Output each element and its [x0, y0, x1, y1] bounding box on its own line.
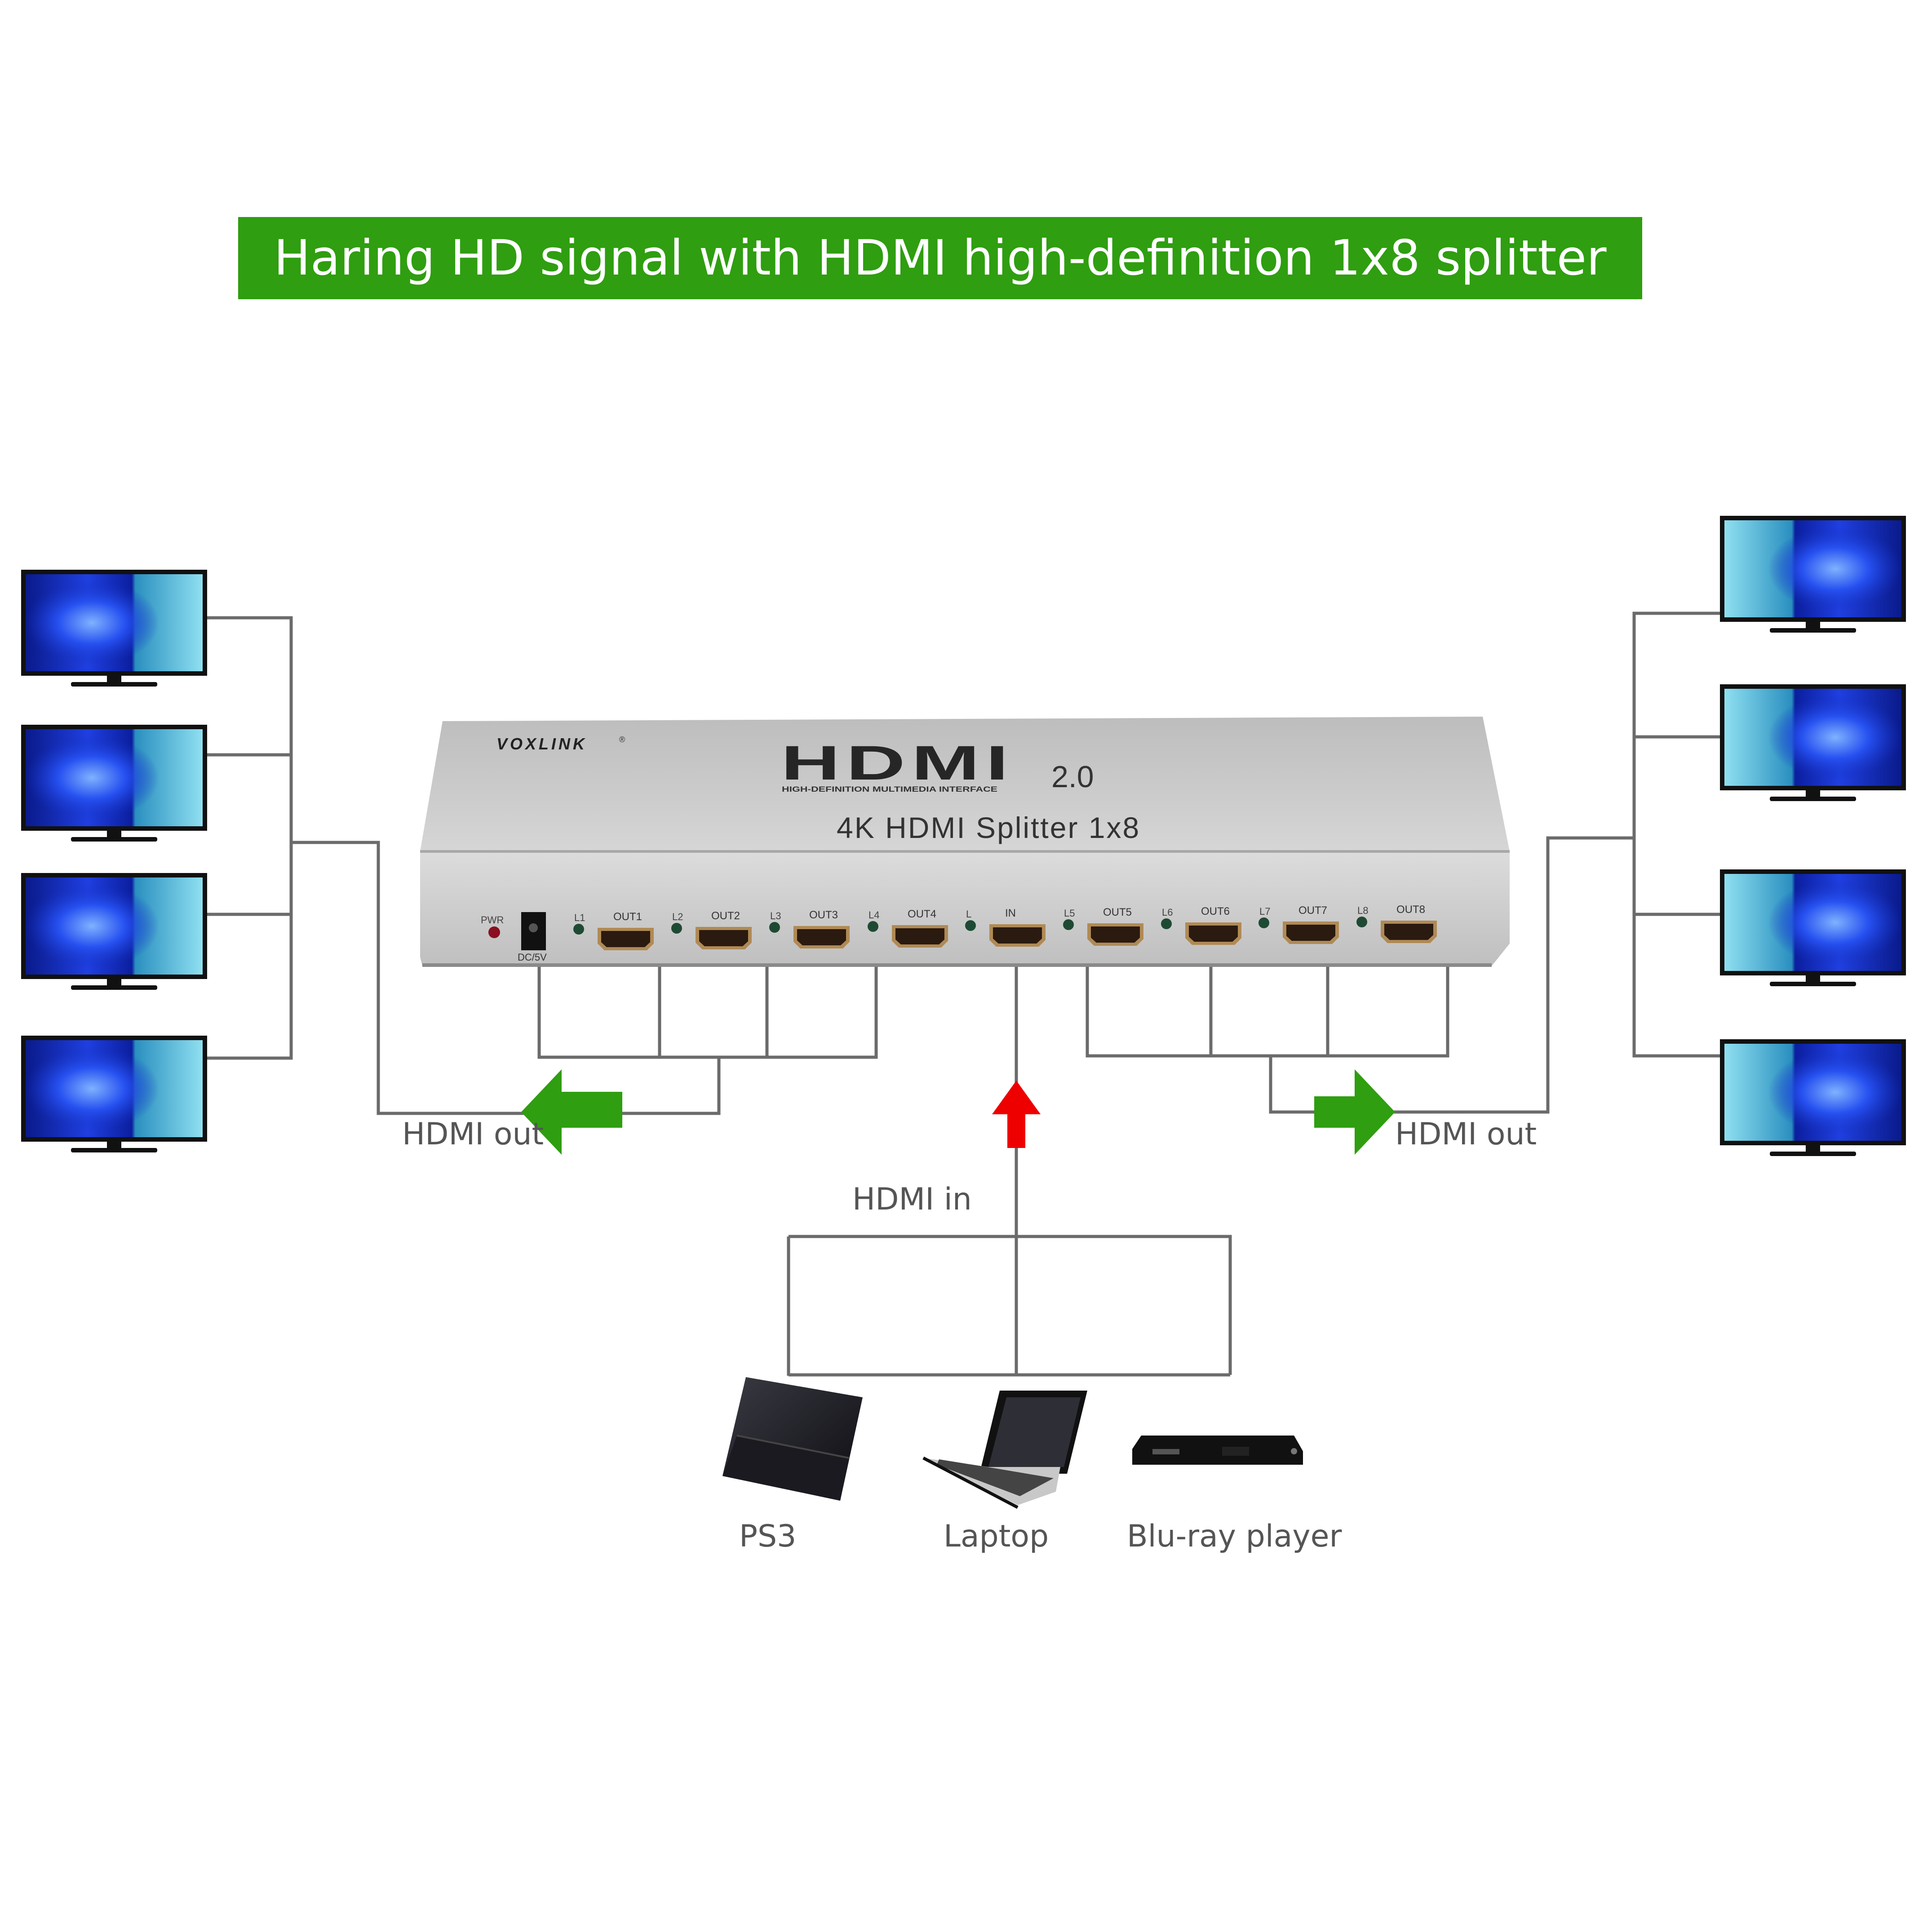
bluray-player-icon: [1132, 1436, 1303, 1465]
left-displays: [21, 570, 207, 1152]
source-label-laptop: Laptop: [944, 1519, 1049, 1554]
hdmi-port-out3: L3 OUT3: [769, 909, 850, 948]
status-led: [868, 921, 878, 932]
hdmi-port-out1: L1 OUT1: [573, 911, 654, 950]
tv-display-icon: [21, 725, 207, 842]
arrow-in-icon: [992, 1081, 1041, 1148]
tv-display-icon: [21, 1036, 207, 1152]
port-label: OUT3: [809, 909, 838, 921]
tv-display-icon: [21, 570, 207, 687]
power-led: [488, 926, 500, 938]
tv-display-icon: [1720, 869, 1906, 986]
hdmi-port-out2: L2 OUT2: [671, 910, 752, 949]
hdmi-port-in: L IN: [965, 907, 1046, 947]
dc-jack-pin: [529, 923, 538, 932]
status-led: [769, 922, 780, 933]
game-console-icon: [722, 1377, 863, 1501]
port-label: OUT7: [1298, 904, 1327, 917]
laptop-icon: [922, 1391, 1087, 1509]
status-led: [573, 924, 584, 935]
led-label: L1: [574, 912, 585, 923]
device-brand: VOXLINK: [496, 735, 587, 753]
source-label-bluray: Blu-ray player: [1127, 1519, 1342, 1554]
status-led: [1063, 919, 1074, 930]
tv-display-icon: [1720, 516, 1906, 633]
hdmi-port-out8: L8 OUT8: [1356, 904, 1437, 943]
led-label: L3: [770, 910, 781, 922]
tv-display-icon: [1720, 684, 1906, 801]
left-tv-bus: [207, 616, 293, 1060]
hdmi-port-out4: L4 OUT4: [868, 908, 948, 948]
port-label: OUT2: [711, 910, 740, 922]
arrow-left-shape: [521, 1069, 622, 1155]
hdmi-splitter-device: VOXLINK ® HDMI HIGH-DEFINITION MULTIMEDI…: [420, 717, 1510, 967]
port-label: OUT8: [1396, 904, 1425, 916]
led-label: L8: [1357, 905, 1368, 916]
port-label: IN: [1005, 907, 1016, 919]
banner-title: Haring HD signal with HDMI high-definiti…: [274, 230, 1607, 286]
port-label: OUT5: [1103, 906, 1132, 918]
status-led: [965, 920, 976, 931]
right-displays: [1720, 516, 1906, 1156]
hdmi-in-label: HDMI in: [852, 1182, 972, 1217]
hdmi-out-left-label: HDMI out: [402, 1117, 544, 1152]
title-banner: Haring HD signal with HDMI high-definiti…: [238, 217, 1642, 299]
power-label: PWR: [481, 914, 504, 926]
hdmi-port-out5: L5 OUT5: [1063, 906, 1143, 946]
status-led: [1161, 918, 1172, 929]
led-label: L2: [672, 911, 683, 922]
status-led: [1356, 917, 1367, 927]
source-drops: [787, 1235, 1232, 1375]
tv-display-icon: [1720, 1039, 1906, 1156]
arrow-out-right-icon: [1314, 1069, 1395, 1155]
status-led: [1258, 917, 1269, 928]
right-port-bus: [1086, 962, 1449, 1058]
led-label: L7: [1259, 906, 1270, 917]
right-trunk: [1269, 836, 1634, 1114]
source-label-ps3: PS3: [739, 1519, 797, 1554]
left-port-bus: [537, 966, 878, 1059]
led-label: L4: [869, 909, 879, 921]
port-label: OUT1: [613, 911, 642, 923]
hdmi-port-out7: L7 OUT7: [1258, 904, 1339, 944]
hdmi-port-out6: L6 OUT6: [1161, 905, 1241, 945]
source-bus: [787, 1373, 1230, 1377]
right-tv-bus: [1632, 612, 1720, 1058]
status-led: [671, 923, 682, 934]
port-label: OUT4: [908, 908, 936, 920]
port-label: OUT6: [1201, 905, 1230, 917]
device-front-face: [420, 851, 1510, 966]
dc-label: DC/5V: [518, 952, 547, 963]
device-top-face: [420, 717, 1510, 851]
tv-display-icon: [21, 873, 207, 990]
hdmi-out-right-label: HDMI out: [1395, 1117, 1537, 1152]
led-label: L6: [1162, 907, 1173, 918]
led-label: L: [966, 908, 971, 920]
led-label: L5: [1064, 908, 1075, 919]
hdmi-version: 2.0: [1051, 760, 1094, 794]
hdmi-logo: HDMI: [781, 736, 1015, 790]
device-model: 4K HDMI Splitter 1x8: [837, 811, 1140, 844]
device-brand-mark: ®: [619, 735, 625, 744]
left-trunk: [291, 841, 721, 1115]
hdmi-logo-subtitle: HIGH-DEFINITION MULTIMEDIA INTERFACE: [782, 785, 997, 793]
wiring: [207, 612, 1720, 1377]
